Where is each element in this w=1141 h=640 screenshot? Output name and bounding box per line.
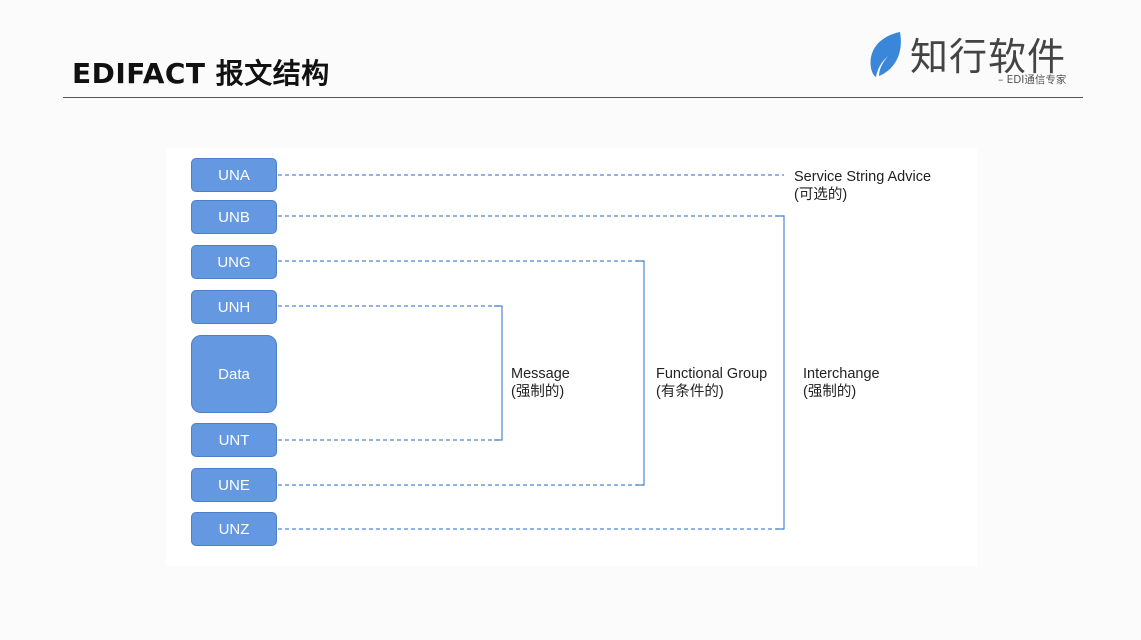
functional-group-note: (有条件的): [656, 384, 724, 400]
service-string-title: Service String Advice: [794, 169, 932, 185]
segment-unt: UNT: [191, 423, 277, 457]
segment-ung: UNG: [191, 245, 277, 279]
page-title: EDIFACT 报文结构: [72, 57, 330, 90]
service-string-label: Service String Advice (可选的): [794, 168, 931, 204]
segment-unz: UNZ: [191, 512, 277, 546]
segment-unh: UNH: [191, 290, 277, 324]
leaf-icon: [870, 32, 901, 77]
company-logo: 知行软件 – EDI通信专家: [866, 26, 1081, 88]
interchange-label: Interchange (强制的): [803, 365, 880, 401]
message-note: (强制的): [511, 384, 565, 400]
logo-name: 知行软件: [910, 35, 1067, 79]
title-divider: [63, 97, 1083, 98]
interchange-bracket: [776, 215, 785, 530]
segment-data: Data: [191, 335, 277, 413]
connector-lines: [278, 174, 785, 530]
message-label: Message (强制的): [511, 365, 570, 401]
segment-unb: UNB: [191, 200, 277, 234]
message-title: Message: [511, 366, 570, 382]
group-bracket: [636, 260, 645, 486]
interchange-title: Interchange: [803, 366, 880, 382]
segment-una: UNA: [191, 158, 277, 192]
message-bracket: [494, 305, 503, 441]
functional-group-title: Functional Group: [656, 366, 768, 382]
functional-group-label: Functional Group (有条件的): [656, 365, 767, 401]
logo-tagline: – EDI通信专家: [998, 74, 1067, 86]
interchange-note: (强制的): [803, 384, 857, 400]
service-string-note: (可选的): [794, 187, 848, 203]
diagram-canvas: UNA UNB UNG UNH Data UNT UNE UNZ Service…: [166, 148, 977, 566]
segment-une: UNE: [191, 468, 277, 502]
